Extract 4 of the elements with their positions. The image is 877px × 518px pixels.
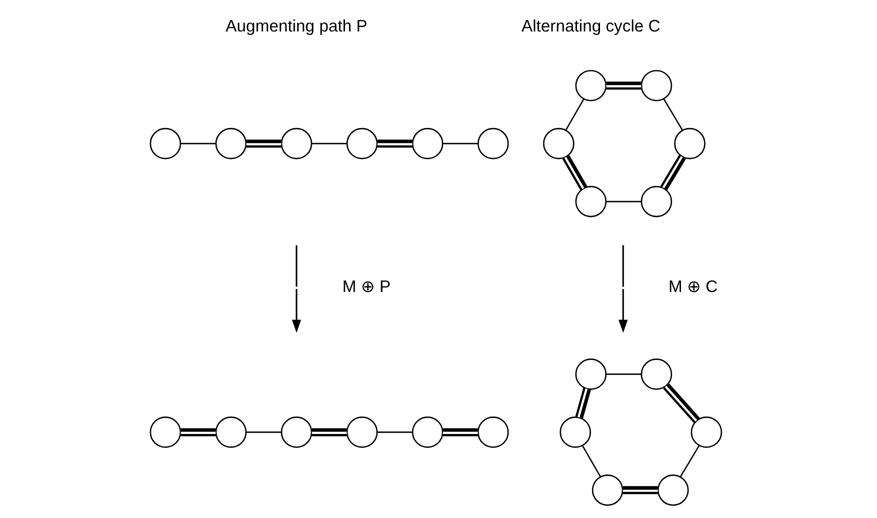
label: Alternating cycle C xyxy=(520,16,660,36)
label: M ⊕ P xyxy=(342,276,390,296)
label: M ⊕ C xyxy=(668,276,718,296)
label: Augmenting path P xyxy=(225,16,367,36)
